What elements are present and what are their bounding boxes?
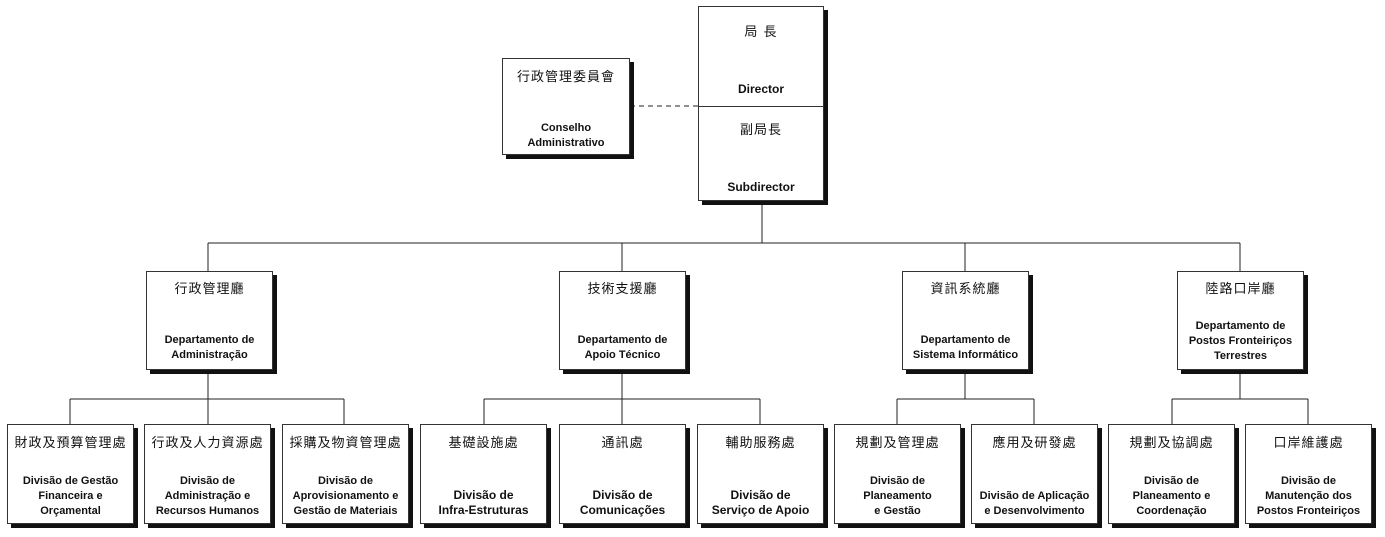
director-pt: Director (737, 82, 784, 96)
division-zh: 輔助服務處 (725, 436, 796, 451)
director-zh: 局 長 (744, 25, 778, 40)
division-zh: 基礎設施處 (448, 436, 519, 451)
division-box: 口岸維護處 Divisão de Manutenção dos Postos F… (1245, 424, 1372, 524)
department-box: 陸路口岸廳 Departamento de Postos Fronteiriço… (1177, 271, 1304, 370)
division-pt: Divisão de Serviço de Apoio (711, 488, 810, 517)
division-box: 規劃及協調處 Divisão de Planeamento e Coordena… (1108, 424, 1235, 524)
divider (699, 106, 823, 107)
division-pt: Divisão de Comunicações (579, 488, 666, 517)
department-pt: Departamento de Postos Fronteiriços Terr… (1188, 320, 1293, 362)
division-pt: Divisão de Infra-Estruturas (438, 488, 529, 517)
division-pt: Divisão de Aplicação e Desenvolvimento (979, 490, 1090, 517)
division-zh: 規劃及協調處 (1129, 436, 1214, 451)
department-pt: Departamento de Sistema Informático (912, 334, 1019, 361)
department-zh: 陸路口岸廳 (1205, 282, 1276, 297)
subdirector-pt: Subdirector (727, 180, 795, 194)
division-box: 通訊處 Divisão de Comunicações (559, 424, 686, 524)
council-pt: Conselho Administrativo (527, 122, 605, 149)
division-box: 規劃及管理處 Divisão de Planeamento e Gestão (834, 424, 961, 524)
division-zh: 財政及預算管理處 (14, 436, 127, 451)
department-pt: Departamento de Administração (164, 334, 255, 361)
division-pt: Divisão de Planeamento e Gestão (863, 475, 932, 517)
division-pt: Divisão de Administração e Recursos Huma… (155, 475, 260, 517)
department-box: 行政管理廳 Departamento de Administração (146, 271, 273, 370)
division-zh: 口岸維護處 (1273, 436, 1344, 451)
division-pt: Divisão de Gestão Financeira e Orçamenta… (22, 475, 119, 517)
division-box: 輔助服務處 Divisão de Serviço de Apoio (697, 424, 824, 524)
division-box: 基礎設施處 Divisão de Infra-Estruturas (420, 424, 547, 524)
division-zh: 採購及物資管理處 (289, 436, 402, 451)
division-box: 應用及研發處 Divisão de Aplicação e Desenvolvi… (971, 424, 1098, 524)
division-zh: 行政及人力資源處 (151, 436, 264, 451)
department-zh: 技術支援廳 (587, 282, 658, 297)
subdirector-zh: 副局長 (739, 123, 782, 138)
department-zh: 行政管理廳 (174, 282, 245, 297)
division-pt: Divisão de Manutenção dos Postos Frontei… (1256, 475, 1361, 517)
department-zh: 資訊系統廳 (930, 282, 1001, 297)
department-pt: Departamento de Apoio Técnico (577, 334, 668, 361)
division-zh: 規劃及管理處 (855, 436, 940, 451)
division-zh: 通訊處 (601, 436, 644, 451)
council-zh: 行政管理委員會 (516, 70, 615, 85)
division-zh: 應用及研發處 (992, 436, 1077, 451)
division-box: 財政及預算管理處 Divisão de Gestão Financeira e … (7, 424, 134, 524)
department-box: 技術支援廳 Departamento de Apoio Técnico (559, 271, 686, 370)
division-pt: Divisão de Planeamento e Coordenação (1132, 475, 1211, 517)
division-box: 行政及人力資源處 Divisão de Administração e Recu… (144, 424, 271, 524)
division-box: 採購及物資管理處 Divisão de Aprovisionamento e G… (282, 424, 409, 524)
department-box: 資訊系統廳 Departamento de Sistema Informátic… (902, 271, 1029, 370)
division-pt: Divisão de Aprovisionamento e Gestão de … (292, 475, 399, 517)
director-box: 局 長 Director 副局長 Subdirector (698, 6, 824, 201)
council-box: 行政管理委員會 Conselho Administrativo (502, 58, 630, 155)
